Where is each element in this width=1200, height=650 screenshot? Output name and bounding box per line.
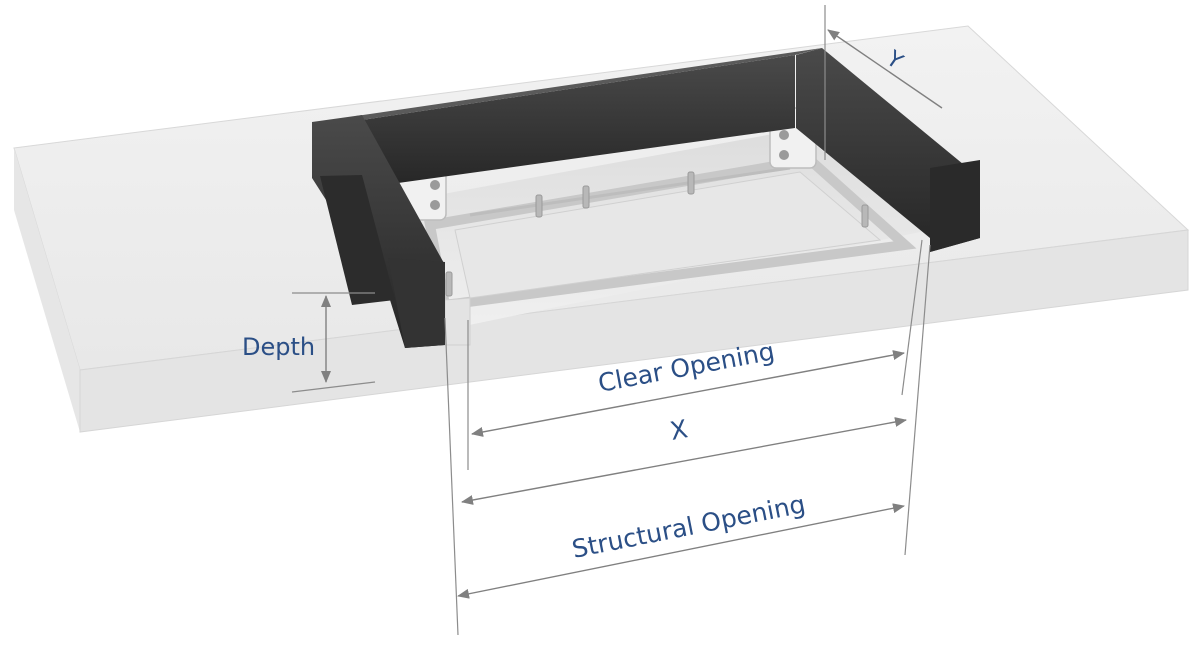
tray-pin bbox=[535, 194, 543, 218]
channel-back bbox=[362, 55, 795, 188]
channel-right-end bbox=[930, 160, 980, 252]
tray-front-lip bbox=[444, 297, 471, 346]
x-label: X bbox=[668, 414, 690, 446]
channel-back-top bbox=[356, 48, 822, 120]
tray-pin bbox=[582, 185, 590, 209]
extension-lines bbox=[291, 5, 931, 636]
tray-interior bbox=[410, 130, 930, 346]
depth-label: Depth bbox=[242, 333, 315, 361]
tray-panel bbox=[454, 171, 882, 299]
y-dimension-arrow bbox=[827, 29, 943, 109]
extension-line-structural-left bbox=[444, 317, 459, 636]
extension-line-clear-right bbox=[901, 239, 923, 396]
dimension-arrows bbox=[321, 29, 943, 599]
extension-line-structural-right bbox=[904, 244, 931, 556]
tray-rail bbox=[469, 166, 791, 217]
channel-left-end bbox=[388, 258, 445, 348]
x-dimension-arrow bbox=[461, 417, 907, 505]
tray-pin bbox=[861, 204, 869, 228]
structural-opening-dimension-arrow bbox=[457, 503, 905, 599]
tray-pin bbox=[687, 171, 695, 195]
channel-left-lower bbox=[320, 175, 395, 305]
steel-channel-frame bbox=[312, 48, 980, 348]
structural-opening-label: Structural Opening bbox=[570, 489, 808, 564]
slab-side-left bbox=[14, 148, 80, 432]
tray-pin bbox=[445, 271, 453, 297]
extension-line-depth-bottom bbox=[291, 381, 376, 393]
slab-front-edge bbox=[79, 229, 1189, 433]
